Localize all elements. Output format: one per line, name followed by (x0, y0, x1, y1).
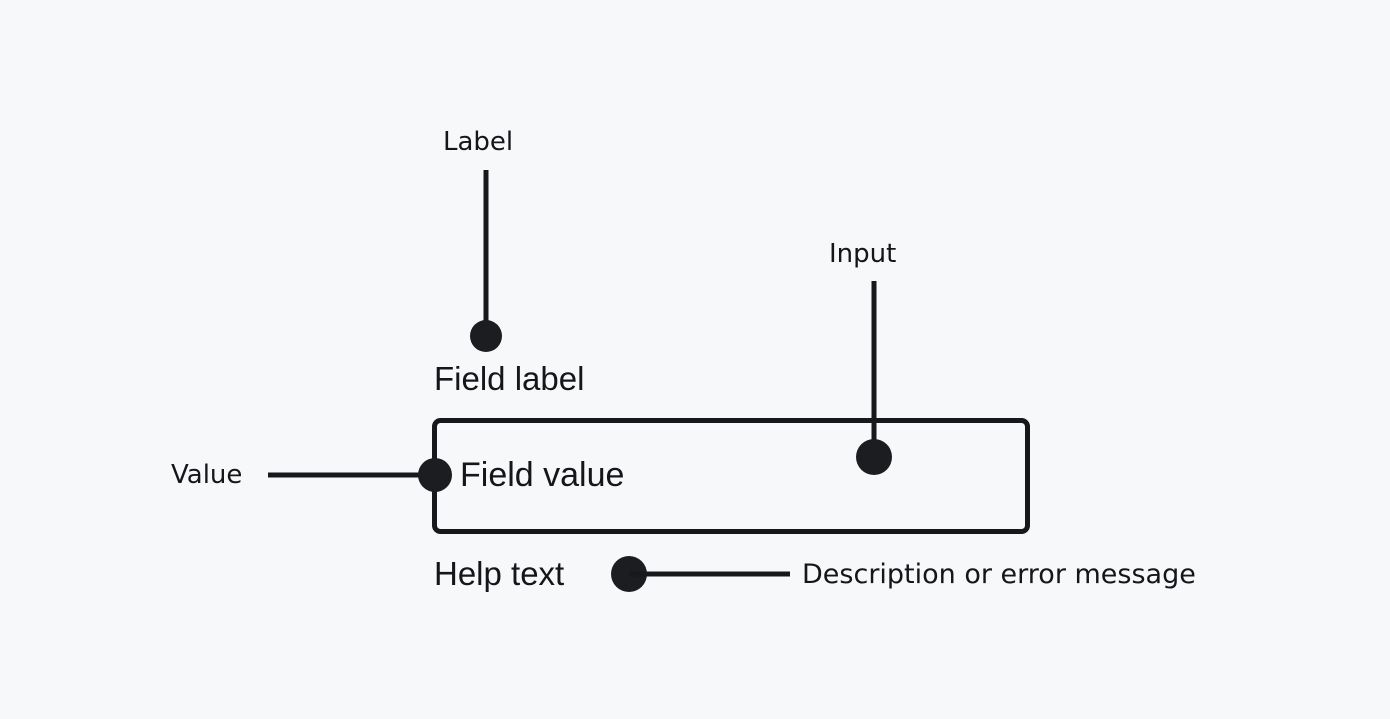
annotation-label: Label (443, 127, 514, 157)
input-connector-dot (856, 439, 892, 475)
value-connector-dot (418, 458, 452, 492)
label-connector-dot (470, 320, 502, 352)
help-text: Help text (434, 555, 565, 592)
field-label-text: Field label (434, 360, 585, 397)
annotation-input: Input (829, 239, 897, 269)
annotation-description: Description or error message (802, 559, 1196, 590)
annotation-value: Value (171, 460, 243, 490)
field-value-text[interactable]: Field value (460, 456, 625, 494)
